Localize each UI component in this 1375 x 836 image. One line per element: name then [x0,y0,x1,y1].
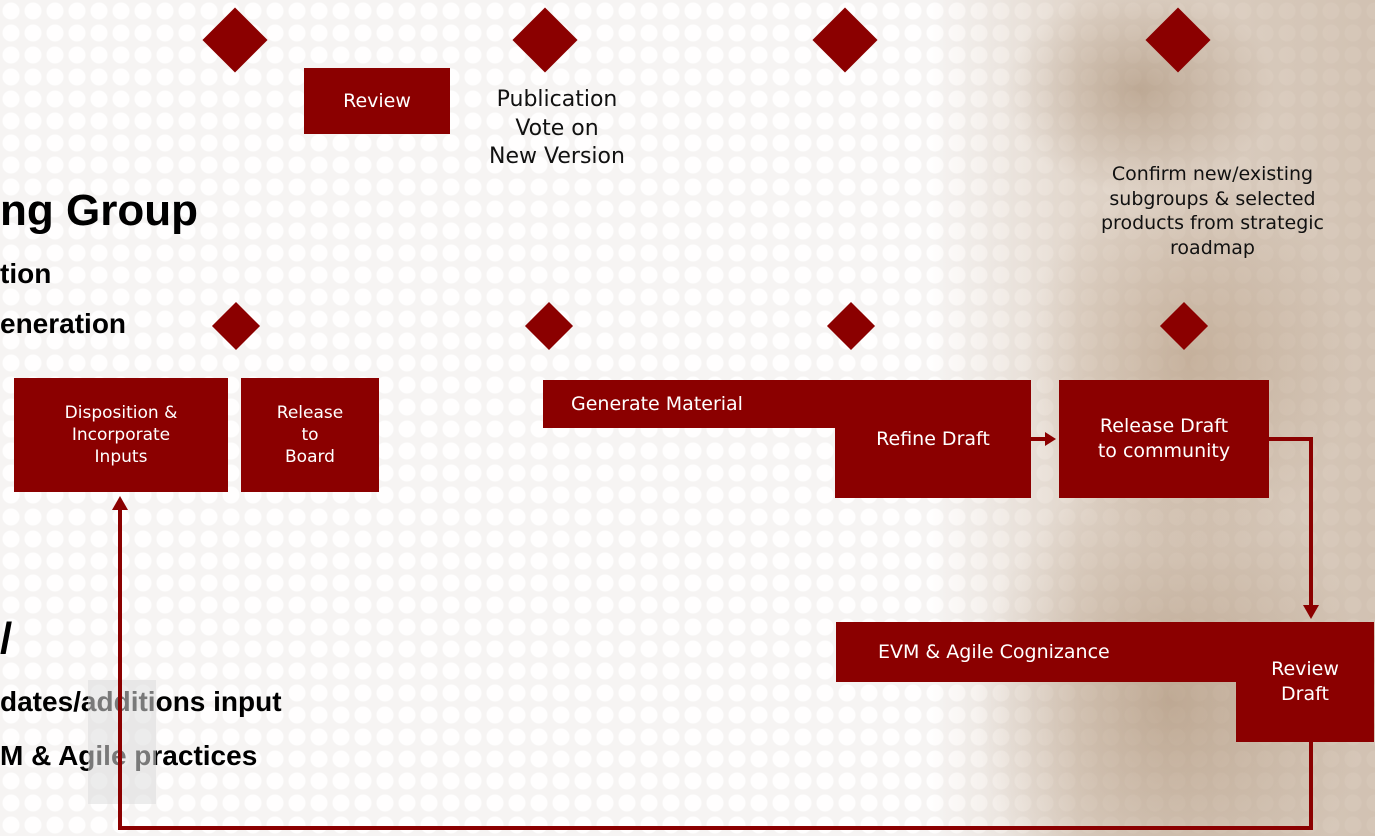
refine-draft-box: Refine Draft [835,380,1031,498]
confirm-line: products from strategic [1101,212,1324,235]
connector-loop-down [1309,742,1313,830]
release-to-board-box: Release to Board [241,378,379,492]
arrowhead-down [1303,605,1319,619]
publication-line: Publication [496,87,618,112]
publication-line: Vote on [515,115,599,141]
review-draft-line: Review [1271,658,1339,681]
milestone-diamond [512,7,578,73]
release-board-line: Release [276,402,344,423]
review-label: Review [343,89,411,112]
evm-agile-box: EVM & Agile Cognizance [836,622,1236,682]
arrowhead-right [1045,432,1056,446]
heading-tion: tion [0,258,52,289]
generate-material-box: Generate Material [543,380,835,428]
confirm-line: roadmap [1170,237,1255,260]
disposition-line: Disposition & [64,402,178,423]
release-draft-line: to community [1097,440,1231,462]
heading-slash: / [0,614,13,663]
milestone-diamond [524,301,574,351]
heading-group: ng Group [0,186,198,235]
review-draft-line: Draft [1281,683,1329,705]
connector-loop-bottom [118,826,1313,830]
confirm-line: Confirm new/existing [1111,163,1314,185]
milestone-diamond [202,7,268,73]
connector-release-review-h [1269,437,1313,441]
heading-generation: eneration [0,308,127,339]
highlight-patch [88,680,156,804]
review-draft-box: Review Draft [1236,622,1374,742]
refine-draft-label: Refine Draft [876,427,990,450]
milestone-diamond [211,301,261,351]
evm-agile-label: EVM & Agile Cognizance [878,640,1110,663]
milestone-diamond [826,301,876,351]
confirm-line: subgroups & selected [1109,187,1316,210]
release-draft-box: Release Draft to community [1059,380,1269,498]
disposition-line: Incorporate [71,424,171,445]
release-board-line: to [301,424,319,445]
release-draft-line: Release Draft [1099,415,1229,438]
milestone-diamond [812,7,878,73]
publication-vote-text: Publication Vote on New Version [452,86,662,172]
confirm-subgroups-text: Confirm new/existing subgroups & selecte… [1060,162,1365,261]
generate-material-label: Generate Material [571,392,743,415]
disposition-line: Inputs [94,447,148,468]
release-board-line: Board [285,447,335,468]
review-box: Review [304,68,450,134]
publication-line: New Version [489,144,625,170]
connector-refine-release [1031,437,1045,441]
connector-release-review-v [1309,437,1313,607]
disposition-box: Disposition & Incorporate Inputs [14,378,228,492]
arrowhead-up [112,496,128,510]
connector-loop-up [118,510,122,830]
